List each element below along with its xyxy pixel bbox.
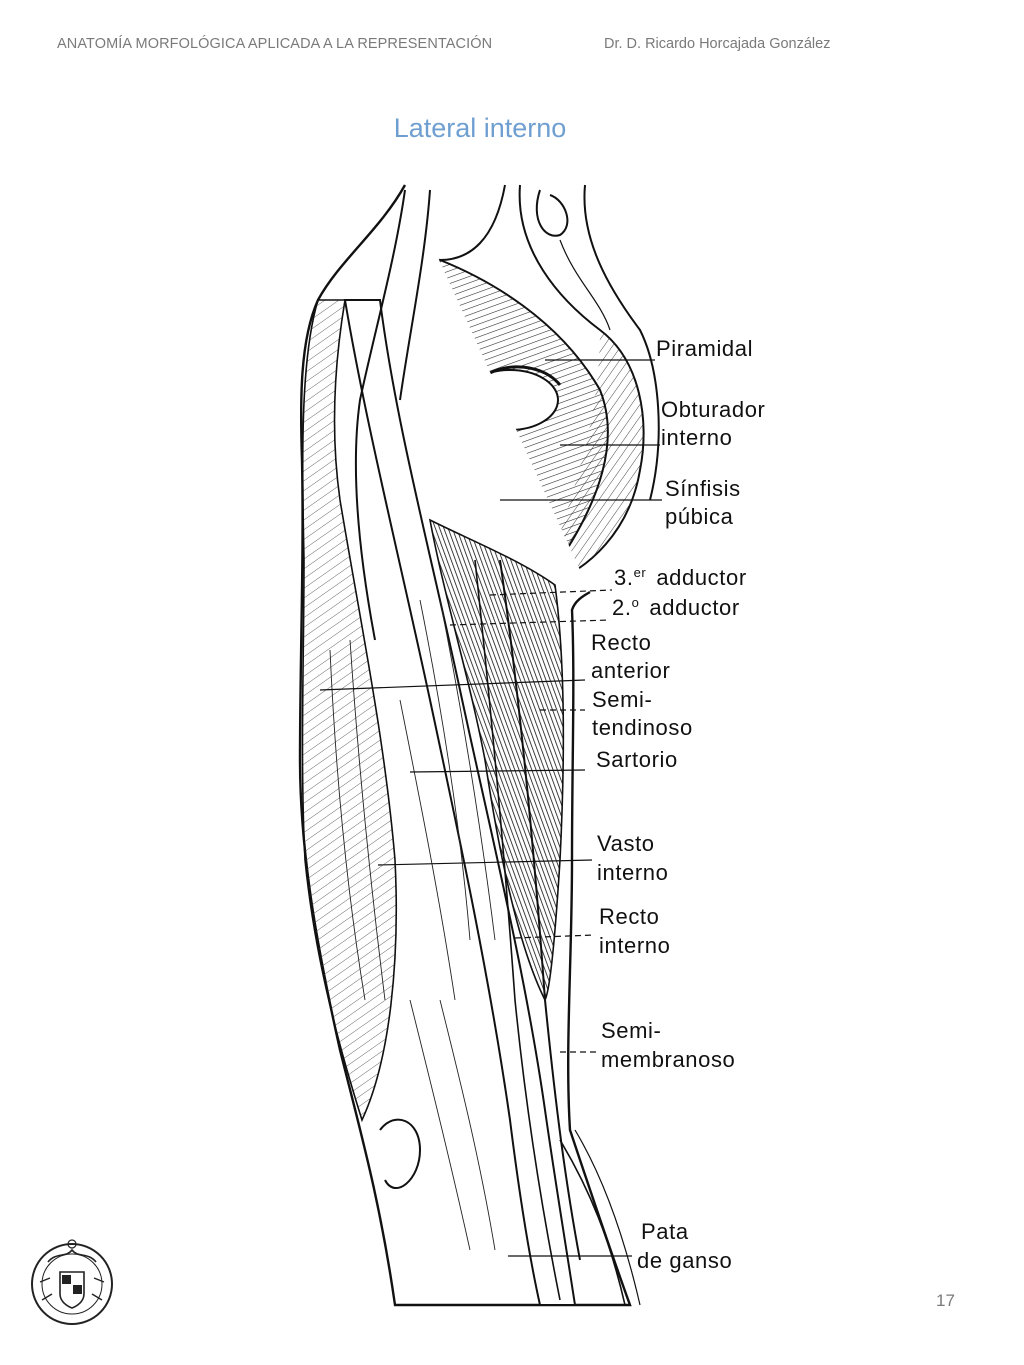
label-piramidal: Piramidal	[656, 336, 753, 361]
label-sartorio: Sartorio	[596, 747, 678, 772]
page-number: 17	[936, 1291, 955, 1310]
author-name: Dr. D. Ricardo Horcajada González	[604, 36, 831, 52]
label-adductor2-number: 2.	[612, 595, 632, 620]
label-vasto-line1: Vasto	[597, 831, 655, 856]
label-adductor3-number: 3.	[614, 565, 634, 590]
label-obturador-line1: Obturador	[661, 397, 765, 422]
label-adductor3-superscript: er	[634, 565, 647, 580]
label-semitendinoso-line2: tendinoso	[592, 715, 693, 740]
label-adductor2-superscript: o	[632, 595, 640, 610]
label-pata-line1: Pata	[641, 1219, 689, 1244]
course-title: ANATOMÍA MORFOLÓGICA APLICADA A LA REPRE…	[57, 36, 493, 52]
university-seal-icon	[31, 1239, 113, 1325]
label-adductor2: 2.o adductor	[612, 595, 740, 620]
label-adductor3: 3.er adductor	[614, 565, 747, 590]
page-title: Lateral interno	[393, 113, 567, 143]
label-recto-anterior-line2: anterior	[591, 658, 670, 683]
label-sinfisis-line1: Sínfisis	[665, 476, 741, 501]
label-semitendinoso-line1: Semi-	[592, 687, 652, 712]
label-adductor3-word: adductor	[656, 565, 746, 590]
label-semimembranoso-line1: Semi-	[601, 1018, 661, 1043]
label-vasto-line2: interno	[597, 860, 668, 885]
label-obturador-line2: interno	[661, 425, 732, 450]
anatomy-labels: Piramidal Obturador interno Sínfisis púb…	[591, 336, 765, 1273]
label-semimembranoso-line2: membranoso	[601, 1047, 735, 1072]
label-recto-interno-line1: Recto	[599, 904, 659, 929]
leader-lines	[319, 359, 662, 1257]
label-recto-interno-line2: interno	[599, 933, 670, 958]
thigh-drawing	[298, 184, 641, 1307]
label-sinfisis-line2: púbica	[665, 504, 734, 529]
label-pata-line2: de ganso	[637, 1248, 732, 1273]
label-adductor2-word: adductor	[649, 595, 739, 620]
label-recto-anterior-line1: Recto	[591, 630, 651, 655]
